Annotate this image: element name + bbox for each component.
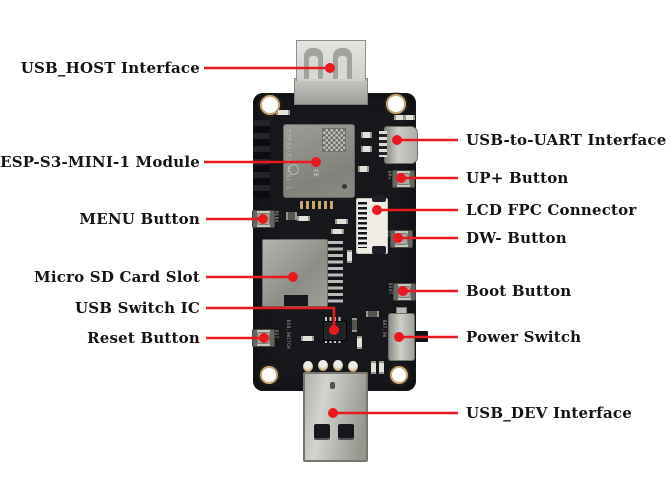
header-pads bbox=[300, 201, 336, 209]
smd-component bbox=[357, 336, 362, 349]
pin1-dot-icon bbox=[342, 184, 347, 189]
usb-switch-ic bbox=[323, 321, 347, 341]
capacitor bbox=[333, 360, 343, 371]
smd-component bbox=[347, 250, 352, 263]
micro-usb-contacts bbox=[379, 131, 387, 157]
micro-sd-slot-notch bbox=[284, 295, 308, 306]
smd-component bbox=[276, 110, 290, 115]
ce-mark: CE bbox=[312, 169, 319, 178]
label-lcd-fpc: LCD FPC Connector bbox=[466, 201, 637, 219]
silkscreen-dw: DW- bbox=[385, 231, 390, 240]
usb-host-connector bbox=[296, 40, 366, 81]
usb-dev-connector bbox=[303, 372, 368, 462]
silkscreen-module-marking: ESP32-S3-MINI-1 bbox=[285, 130, 291, 191]
usb-dev-slot-icon bbox=[338, 424, 354, 440]
mounting-hole-top-right bbox=[386, 94, 406, 114]
smd-component bbox=[358, 166, 369, 172]
usb-switch-ic-pins bbox=[325, 339, 343, 343]
smd-component bbox=[361, 146, 372, 152]
fpc-latch-bottom bbox=[372, 246, 386, 254]
smd-component bbox=[404, 115, 415, 120]
label-sd-slot: Micro SD Card Slot bbox=[34, 268, 200, 286]
label-menu-button: MENU Button bbox=[79, 210, 200, 228]
boot-button bbox=[393, 283, 416, 301]
label-usb-host: USB_HOST Interface bbox=[20, 59, 200, 77]
label-up-button: UP+ Button bbox=[466, 169, 569, 187]
usb-host-contact-icon bbox=[304, 48, 323, 79]
up-button bbox=[392, 170, 415, 188]
smd-component bbox=[371, 361, 376, 374]
label-boot-button: Boot Button bbox=[466, 282, 572, 300]
smd-component bbox=[331, 229, 344, 234]
capacitor bbox=[303, 361, 313, 372]
silkscreen-menu: MENU bbox=[274, 211, 279, 223]
silkscreen-up: UP+ bbox=[387, 171, 392, 180]
dw-button bbox=[390, 230, 413, 248]
label-power-switch: Power Switch bbox=[466, 328, 582, 346]
label-reset-button: Reset Button bbox=[87, 329, 200, 347]
label-esp-module: ESP-S3-MINI-1 Module bbox=[0, 153, 200, 171]
smd-component bbox=[286, 212, 297, 220]
power-switch bbox=[388, 313, 415, 361]
smd-component bbox=[366, 311, 379, 317]
label-usb-dev: USB_DEV Interface bbox=[466, 404, 632, 422]
usb-dev-hole-icon bbox=[330, 382, 335, 389]
label-usb-switch-ic: USB Switch IC bbox=[74, 299, 200, 317]
silkscreen-rst: RST bbox=[274, 330, 279, 339]
silkscreen-usb-switch: USB_SWITCH bbox=[286, 320, 291, 350]
mounting-hole-bottom-left bbox=[260, 366, 278, 384]
label-dw-button: DW- Button bbox=[466, 229, 567, 247]
silkscreen-boot: BOOT bbox=[388, 283, 393, 295]
capacitor bbox=[348, 361, 358, 372]
menu-button bbox=[252, 210, 275, 228]
smd-component bbox=[379, 361, 384, 374]
label-usb-uart: USB-to-UART Interface bbox=[466, 131, 667, 149]
smd-component bbox=[301, 336, 314, 341]
usb-to-uart-connector bbox=[384, 126, 418, 164]
espressif-logo-icon bbox=[288, 164, 299, 175]
micro-sd-pins bbox=[328, 241, 343, 303]
usb-dev-slot-icon bbox=[314, 424, 330, 440]
silkscreen-bat-sw: BAT_SW bbox=[382, 320, 387, 338]
smd-component bbox=[361, 132, 372, 138]
reset-button bbox=[252, 329, 275, 347]
usb-host-contact-icon bbox=[333, 48, 352, 79]
qr-code-icon bbox=[322, 128, 346, 152]
fpc-latch-top bbox=[372, 195, 386, 202]
smd-component bbox=[335, 219, 348, 224]
mounting-hole-bottom-right bbox=[390, 366, 408, 384]
fpc-contacts bbox=[358, 202, 367, 248]
smd-component bbox=[297, 216, 310, 221]
capacitor bbox=[318, 360, 328, 371]
mounting-hole-top-left bbox=[260, 95, 280, 115]
usb-host-connector-base bbox=[294, 78, 368, 105]
smd-component bbox=[352, 318, 357, 332]
esp-antenna-region bbox=[253, 120, 270, 198]
